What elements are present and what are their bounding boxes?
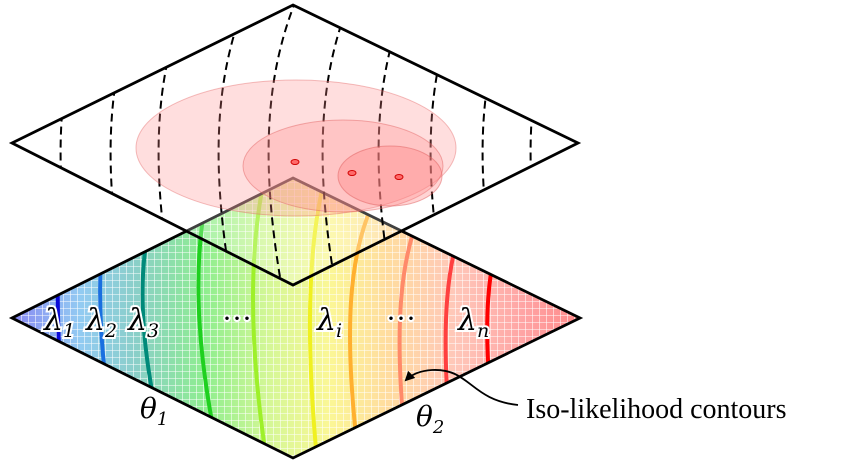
dashed-contour-5 (267, 5, 297, 285)
axis-label-theta-2: θ2 (416, 400, 444, 438)
confidence-ellipses (135, 79, 457, 217)
axis-label-theta-1: θ1 (140, 392, 168, 430)
ellipsis-left: ··· (222, 302, 252, 335)
annotation-arrow (404, 369, 519, 406)
outer-ellipse (135, 79, 457, 217)
label-lambda-1: λ1 (43, 303, 75, 342)
mode-point-c (394, 174, 404, 180)
mode-point-b (347, 170, 357, 176)
inner-ellipse (337, 145, 443, 207)
annotation-iso-likelihood: Iso-likelihood contours (526, 394, 787, 425)
contour-labels: λ1 λ2 λ3 ··· λi ··· λn θ1 θ2 Iso-likelih… (41, 300, 787, 440)
label-lambda-n: λn (457, 303, 489, 342)
mode-point-a (290, 159, 300, 165)
ellipsis-right: ··· (386, 302, 416, 335)
label-lambda-2: λ2 (85, 303, 117, 342)
label-lambda-3: λ3 (127, 303, 159, 342)
dashed-contour-6 (321, 5, 351, 285)
contour-line-5 (251, 188, 270, 458)
contour-line-6 (307, 188, 324, 458)
middle-ellipse (242, 119, 444, 213)
lower-plane-outline (8, 176, 584, 460)
label-lambda-i: λi (316, 303, 342, 342)
